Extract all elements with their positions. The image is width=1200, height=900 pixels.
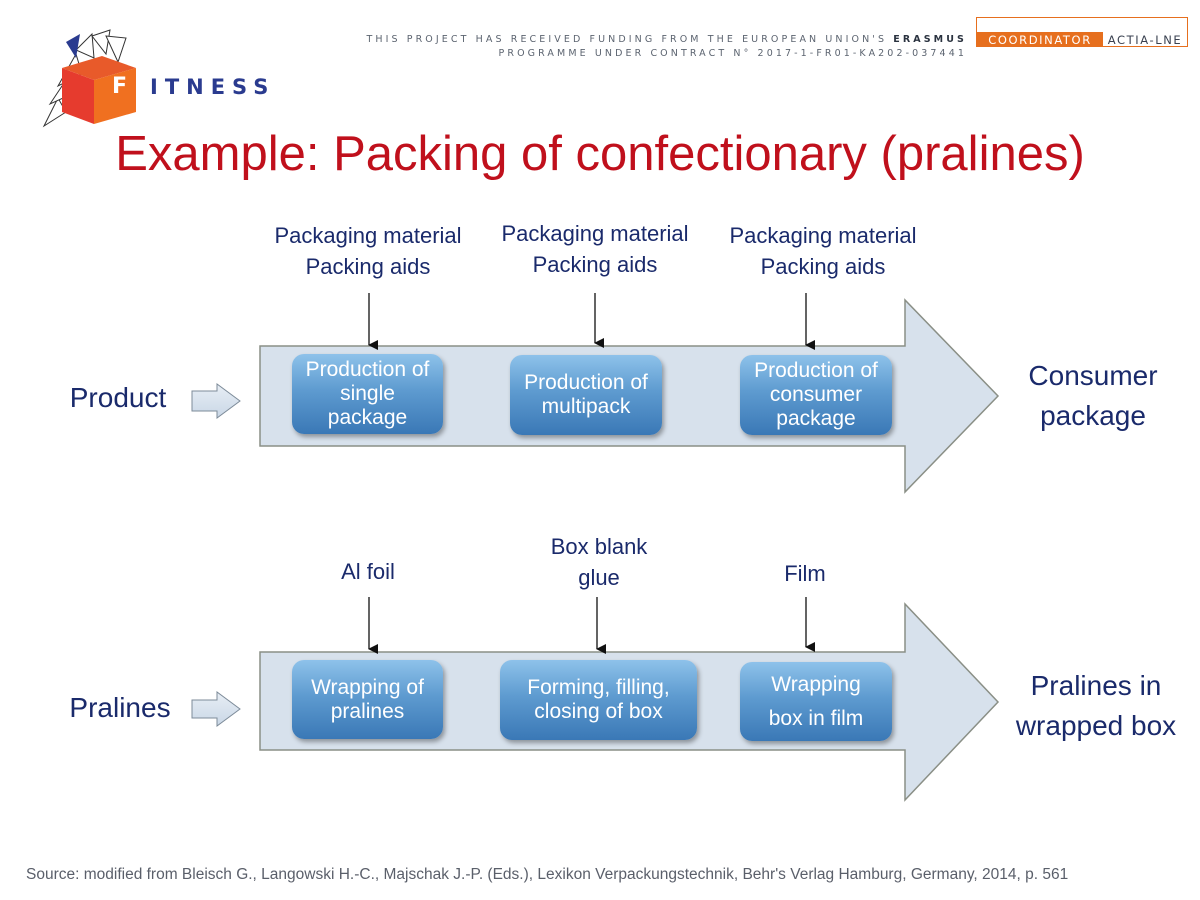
funding-notice: THIS PROJECT HAS RECEIVED FUNDING FROM T… (366, 33, 967, 61)
input-label-row1-3: Packaging material Packing aids (729, 223, 917, 279)
coordinator-badge: COORDINATOR ACTIA-LNE (976, 17, 1188, 47)
funding-line1: THIS PROJECT HAS RECEIVED FUNDING FROM T… (366, 34, 888, 45)
input-label-row2-3: Film (784, 561, 826, 586)
process-step-single-package: Production of single package (292, 354, 443, 434)
input-label-row2-2: Box blank glue (550, 534, 648, 590)
logo-letter: F (112, 74, 128, 99)
logo-text: ITNESS (150, 75, 276, 99)
row1-input-label: Product (69, 382, 167, 413)
funding-line2: PROGRAMME UNDER CONTRACT N° 2017-1-FR01-… (498, 48, 967, 59)
row2-output-label: Pralines in wrapped box (1015, 670, 1177, 741)
process-step-wrapping-film: Wrapping box in film (740, 662, 892, 741)
fitness-logo-icon (42, 29, 136, 128)
process-step-multipack: Production of multipack (510, 355, 662, 435)
coordinator-value: ACTIA-LNE (1107, 32, 1183, 47)
input-arrow-row2 (191, 691, 241, 727)
funding-erasmus: ERASMUS (893, 34, 967, 45)
process-step-consumer-package: Production of consumer package (740, 355, 892, 435)
input-arrow-row1 (191, 383, 241, 419)
page-title: Example: Packing of confectionary (prali… (115, 127, 1085, 181)
process-step-forming-box: Forming, filling, closing of box (500, 660, 697, 740)
source-citation: Source: modified from Bleisch G., Langow… (26, 866, 1069, 883)
input-label-row2-1: Al foil (341, 559, 395, 584)
coordinator-label: COORDINATOR (977, 32, 1103, 47)
row2-input-label: Pralines (69, 692, 171, 723)
process-step-wrapping-pralines: Wrapping of pralines (292, 660, 443, 739)
input-label-row1-1: Packaging material Packing aids (274, 223, 462, 279)
row1-output-label: Consumer package (1028, 360, 1158, 431)
input-label-row1-2: Packaging material Packing aids (501, 221, 689, 277)
